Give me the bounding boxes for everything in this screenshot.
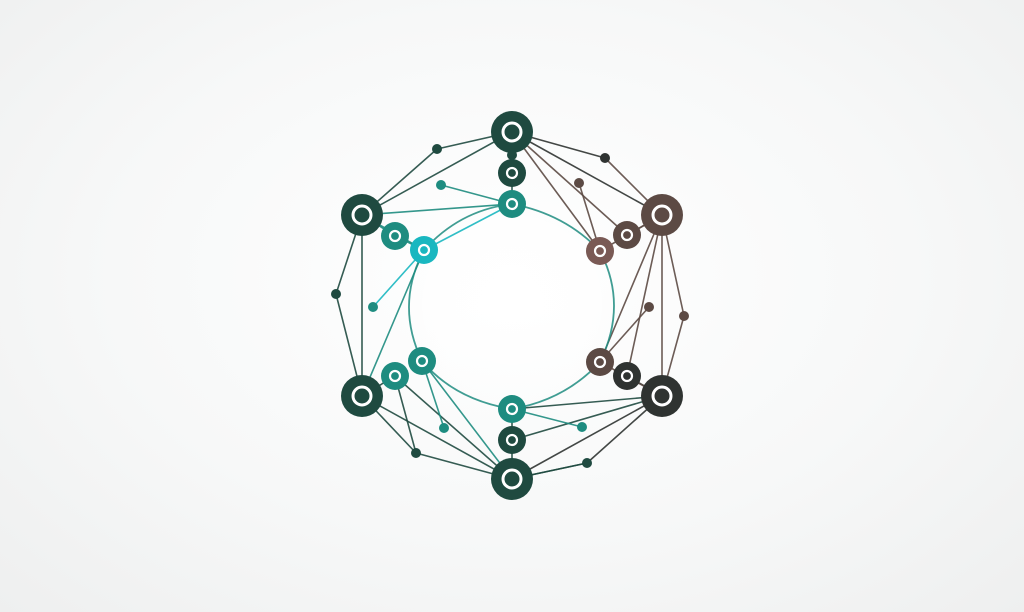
- dot-node-d2: [436, 180, 446, 190]
- edge-h1-h2: [511, 131, 663, 216]
- dot-node-d3: [600, 153, 610, 163]
- ring-node-ring-r9: [415, 354, 429, 368]
- edge-h4-h5: [361, 395, 513, 480]
- edge-h1-h6: [361, 131, 513, 216]
- ring-node-ring-r4: [620, 228, 634, 242]
- dot-node-d11: [331, 289, 341, 299]
- ring-node-ring-r10: [388, 369, 402, 383]
- ring-node-ring-r7: [505, 402, 519, 416]
- dot-node-d8: [577, 422, 587, 432]
- dot-node-d7: [582, 458, 592, 468]
- edge-h1-r3: [511, 131, 601, 252]
- hub-node-h3: [641, 375, 683, 417]
- ring-node-r2: [498, 190, 526, 218]
- ring-node-ring-r1: [505, 166, 519, 180]
- ring-node-ring-r3: [593, 244, 607, 258]
- ring-node-r3: [586, 237, 614, 265]
- hub-node-ring-h1: [501, 121, 523, 143]
- ring-node-r1: [498, 159, 526, 187]
- node-layer: [331, 111, 689, 500]
- dot-node-d13: [507, 150, 517, 160]
- edge-r11-r2: [423, 203, 513, 251]
- dot-node-d10: [439, 423, 449, 433]
- dot-node-d9: [411, 448, 421, 458]
- hub-node-ring-h6: [351, 204, 373, 226]
- dot-node-d5: [679, 311, 689, 321]
- ring-node-r8: [498, 426, 526, 454]
- edge-h2-r6: [626, 214, 663, 377]
- edge-h3-r7: [511, 395, 663, 410]
- ring-node-r10: [381, 362, 409, 390]
- hub-node-ring-h4: [501, 468, 523, 490]
- ring-node-r9: [408, 347, 436, 375]
- hub-node-ring-h3: [651, 385, 673, 407]
- dot-node-d12: [368, 302, 378, 312]
- dot-node-d1: [432, 144, 442, 154]
- edge-h6-r2: [361, 203, 513, 216]
- dot-node-d4: [574, 178, 584, 188]
- edge-h3-r8: [511, 395, 663, 441]
- ring-node-r11: [410, 236, 438, 264]
- edge-h1-r4: [511, 131, 628, 236]
- edge-h4-r10: [394, 375, 513, 480]
- ring-node-r4: [613, 221, 641, 249]
- ring-node-ring-r6: [620, 369, 634, 383]
- ring-node-ring-r5: [593, 355, 607, 369]
- ring-node-ring-r12: [388, 229, 402, 243]
- ring-node-r6: [613, 362, 641, 390]
- hub-node-h1: [491, 111, 533, 153]
- ring-node-r12: [381, 222, 409, 250]
- hub-node-h4: [491, 458, 533, 500]
- hub-node-h2: [641, 194, 683, 236]
- dot-node-d6: [644, 302, 654, 312]
- ring-node-r7: [498, 395, 526, 423]
- ring-node-ring-r2: [505, 197, 519, 211]
- ring-node-ring-r8: [505, 433, 519, 447]
- hub-node-h6: [341, 194, 383, 236]
- edge-h3-h4: [511, 395, 663, 480]
- ring-node-r5: [586, 348, 614, 376]
- center-glow: [392, 185, 632, 425]
- hub-node-h5: [341, 375, 383, 417]
- hub-node-ring-h5: [351, 385, 373, 407]
- ring-node-ring-r11: [417, 243, 431, 257]
- hub-node-ring-h2: [651, 204, 673, 226]
- edge-h4-r9: [421, 360, 513, 480]
